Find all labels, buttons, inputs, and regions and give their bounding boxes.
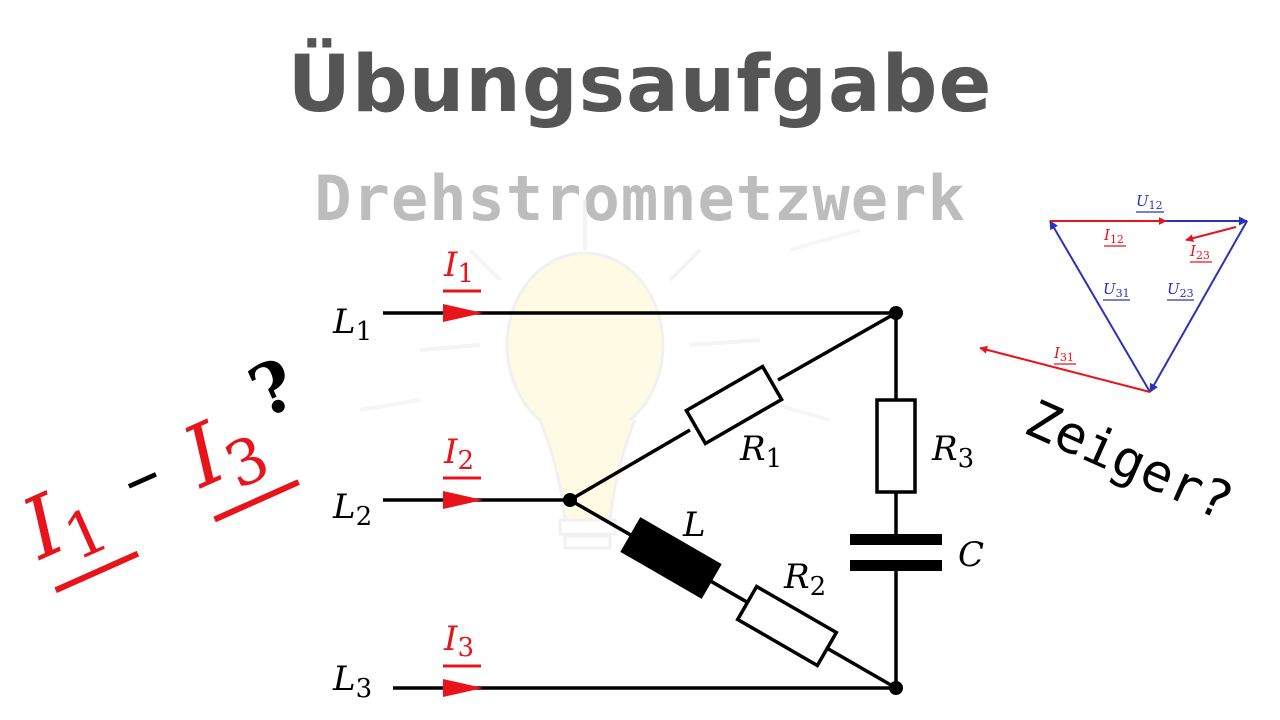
resistor-r3	[875, 398, 917, 494]
question-expression: I1 – I3 ?	[6, 342, 308, 593]
resistor-r2	[735, 584, 839, 668]
current-arrows	[443, 304, 483, 697]
lightbulb-icon	[359, 200, 861, 550]
current-label-i1: I1	[443, 245, 474, 289]
page-subtitle: Drehstromnetzwerk	[314, 162, 966, 235]
component-label-r1: R1	[739, 429, 782, 474]
node-top	[889, 306, 903, 320]
line-label-l2: L2	[332, 487, 372, 532]
component-label-l: L	[682, 505, 706, 545]
resistor-r1	[684, 364, 784, 446]
phasor-label-u12: U12	[1136, 192, 1163, 212]
phasor-label-i31: I31	[1053, 344, 1074, 364]
component-label-c: C	[958, 535, 984, 575]
inductor-l	[620, 517, 722, 599]
current-underlines	[443, 289, 481, 668]
node-star	[563, 493, 577, 507]
page-title: Übungsaufgabe	[287, 40, 993, 130]
svg-text:–: –	[107, 429, 174, 520]
phasor-label-u31: U31	[1103, 280, 1130, 300]
line-label-l1: L1	[332, 302, 372, 347]
svg-text:?: ?	[237, 342, 308, 435]
phasor-diagram: U12 I12 I23 U31 U23 I31	[979, 192, 1248, 393]
phasor-question: Zeiger?	[1017, 389, 1242, 533]
phasor-label-i12: I12	[1103, 226, 1124, 246]
component-label-r3: R3	[931, 429, 974, 474]
phasor-label-u23: U23	[1167, 280, 1194, 300]
phasor-label-i23: I23	[1189, 242, 1210, 262]
current-label-i3: I3	[443, 619, 474, 663]
circuit-wires	[383, 311, 898, 690]
component-label-r2: R2	[783, 557, 826, 602]
capacitor-c	[850, 534, 942, 571]
node-bottom	[889, 681, 903, 695]
current-label-i2: I2	[443, 432, 474, 476]
line-label-l3: L3	[332, 659, 372, 704]
